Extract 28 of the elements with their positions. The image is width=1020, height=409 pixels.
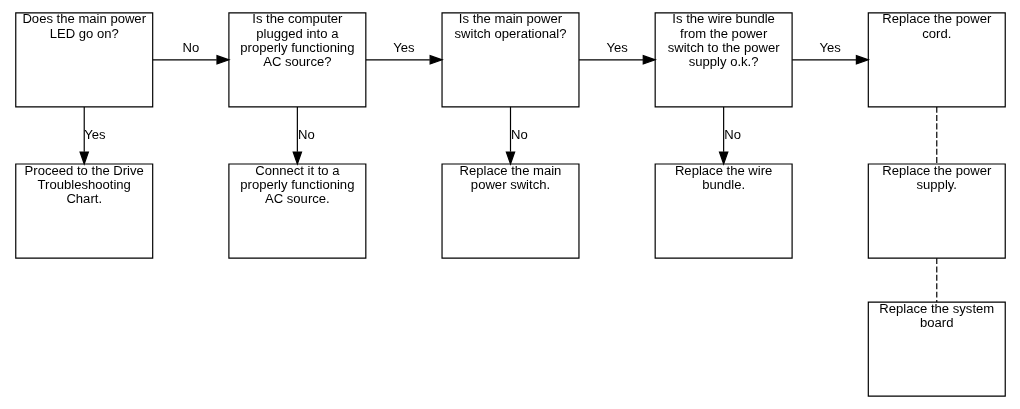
edge-label: No [510, 126, 528, 142]
connector [935, 106, 937, 165]
connector [935, 257, 937, 303]
arrow [78, 106, 89, 166]
arrow [364, 54, 444, 65]
node-box: Does the main power LED go on? [14, 12, 153, 108]
node-box: Replace the power cord. [867, 12, 1006, 108]
arrow [505, 106, 515, 166]
arrow [291, 106, 302, 166]
edge-label: Yes [605, 40, 628, 56]
node-box: Proceed to the Drive Troubleshooting Chart. [14, 163, 153, 259]
edge-label: No [723, 126, 741, 142]
edge-label: No [297, 126, 315, 142]
node-box: Connect it to a properly functioning AC source. [227, 163, 366, 259]
node-box: Replace the wire bundle. [654, 163, 793, 259]
edge-label: Yes [819, 40, 841, 56]
arrow [151, 54, 231, 65]
node-box: Is the computer plugged into a properly functioning AC source? [227, 12, 366, 108]
node-box: Is the wire bundle from the power switch to the power supply o.k.? [654, 12, 793, 108]
arrow [718, 106, 729, 166]
arrow [578, 54, 657, 65]
node-box: Replace the power supply. [867, 163, 1006, 259]
node-box: Replace the system board [867, 301, 1006, 397]
node-box: Replace the main power switch. [440, 163, 580, 259]
node-box: Is the main power switch operational? [440, 12, 580, 108]
edge-label: No [181, 40, 199, 56]
arrow [791, 54, 870, 65]
edge-label: Yes [392, 40, 415, 56]
